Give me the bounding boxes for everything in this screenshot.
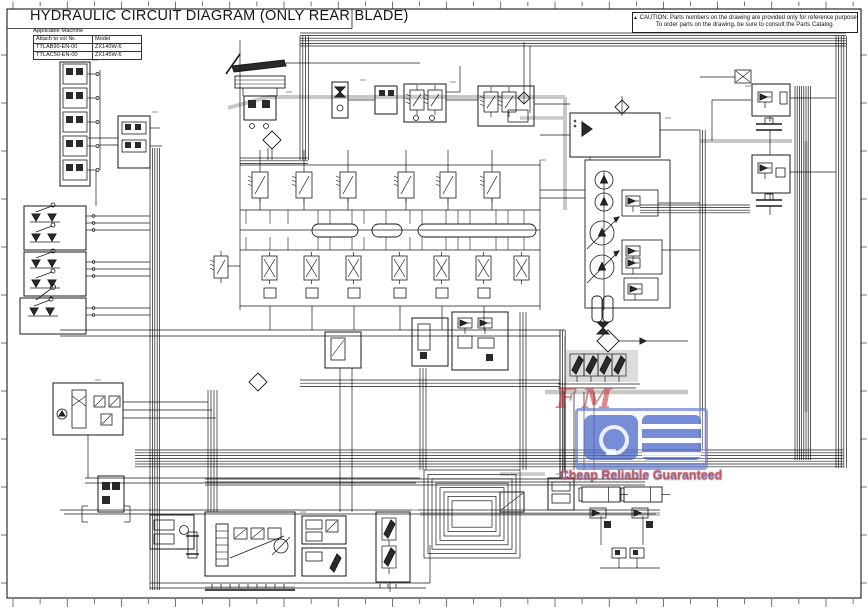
caution-text-1: CAUTION: Parts numbers on the drawing ar… xyxy=(639,15,858,21)
table-cell: TTLAB90-EN-00 xyxy=(33,43,93,52)
table-cell: TTLAC50-EN-00 xyxy=(33,51,93,60)
caution-box: ▲ CAUTION: Parts numbers on the drawing … xyxy=(632,12,858,33)
applicable-machine-table: Attach to vol №. Model TTLAB90-EN-00 ZX1… xyxy=(33,35,142,60)
warning-icon: ▲ xyxy=(633,15,638,21)
page-title: HYDRAULIC CIRCUIT DIAGRAM (ONLY REAR BLA… xyxy=(30,8,409,24)
caution-line-1: ▲ CAUTION: Parts numbers on the drawing … xyxy=(633,15,857,22)
table-cell: ZX140W-6 xyxy=(92,43,142,52)
applicable-machine-label: Applicable Machine xyxy=(33,28,84,34)
table-header-model: Model xyxy=(92,35,142,44)
table-cell: ZX145W-6 xyxy=(92,51,142,60)
table-row: TTLAB90-EN-00 ZX140W-6 xyxy=(33,43,142,52)
caution-line-2: To order parts on the drawing, be sure t… xyxy=(655,22,835,29)
table-header-attach: Attach to vol №. xyxy=(33,35,93,44)
table-row: TTLAC50-EN-00 ZX145W-6 xyxy=(33,51,142,60)
